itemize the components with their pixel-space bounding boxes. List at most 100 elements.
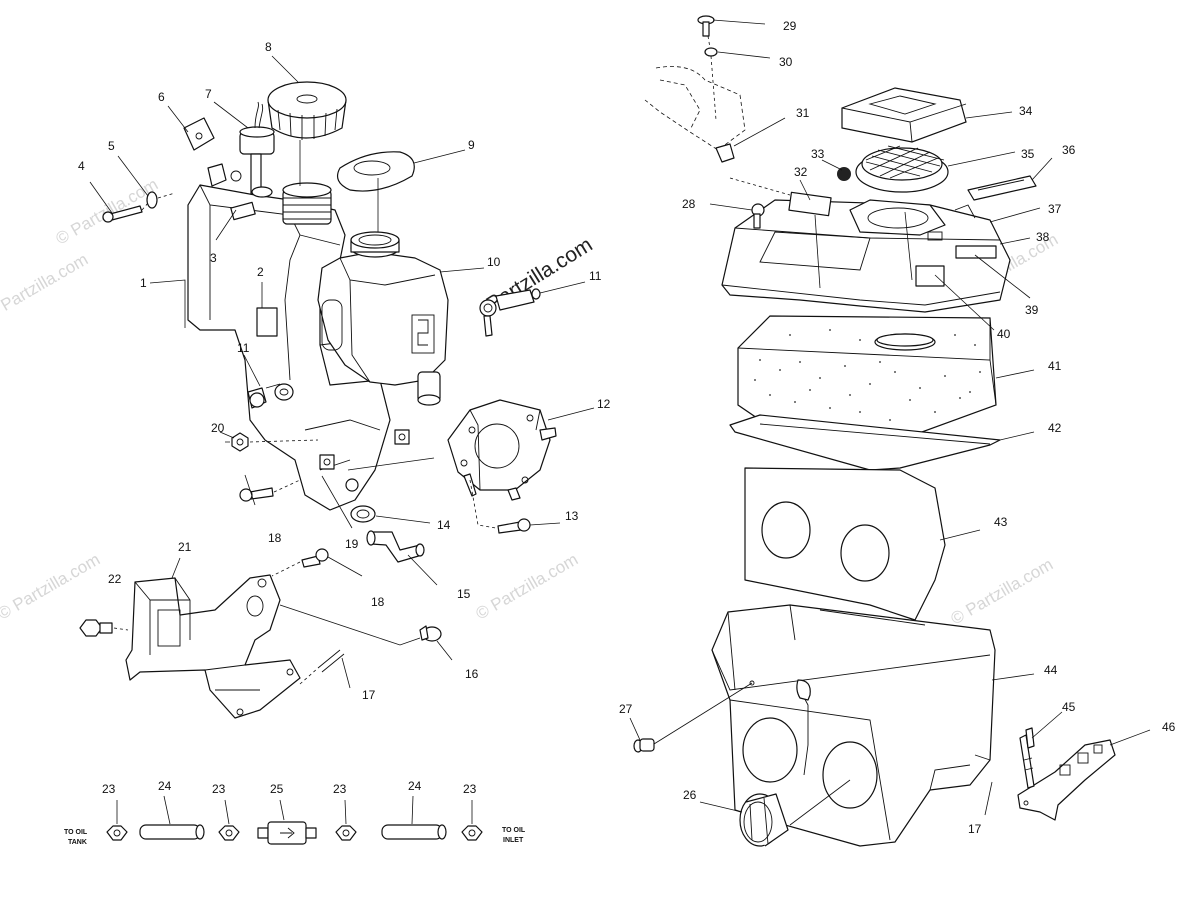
callout-2: 2 xyxy=(257,265,264,279)
hose-24-a xyxy=(139,824,201,840)
callout-45: 45 xyxy=(1062,700,1076,714)
callout-12: 12 xyxy=(597,397,611,411)
callout-15: 15 xyxy=(457,587,471,601)
cable-tie-17 xyxy=(317,649,345,673)
tank-washer xyxy=(146,191,158,209)
callout-11-right: 11 xyxy=(589,269,602,283)
leader-lines xyxy=(89,19,1151,825)
callout-46: 46 xyxy=(1162,720,1176,734)
callout-18-lower: 18 xyxy=(371,595,385,609)
callout-numbers: 1 2 3 4 5 6 7 8 9 10 11 11 12 13 14 15 1… xyxy=(78,19,1176,836)
watermark-left-top: © Partzilla.com xyxy=(0,250,91,324)
watermark-right-bottom: © Partzilla.com xyxy=(948,555,1057,629)
nut-23-c xyxy=(335,825,357,841)
callout-38: 38 xyxy=(1036,230,1050,244)
strip-36 xyxy=(967,175,1037,201)
callout-42: 42 xyxy=(1048,421,1062,435)
nut-23-a xyxy=(106,825,128,841)
callout-21: 21 xyxy=(178,540,192,554)
watermark-center-bottom: © Partzilla.com xyxy=(473,550,582,624)
bracket-bolt-22 xyxy=(79,619,113,637)
callout-34: 34 xyxy=(1019,104,1033,118)
tank-bracket-assembly xyxy=(79,548,442,719)
callout-23-d: 23 xyxy=(463,782,477,796)
decal-3 xyxy=(230,201,256,221)
tank-grommet xyxy=(207,163,227,187)
callout-13: 13 xyxy=(565,509,579,523)
air-box-assembly xyxy=(633,15,1116,847)
note-to-oil-right: TO OIL xyxy=(502,827,526,834)
callout-29: 29 xyxy=(783,19,797,33)
tank-mount-tab-right xyxy=(394,429,410,445)
decal-2 xyxy=(256,307,278,337)
callout-33: 33 xyxy=(811,147,825,161)
adapter-plate-43 xyxy=(744,467,946,621)
callout-44: 44 xyxy=(1044,663,1058,677)
air-box-lid xyxy=(721,191,1011,313)
nut-23-d xyxy=(461,825,483,841)
nut-23-b xyxy=(218,825,240,841)
tank-grommets xyxy=(247,383,294,409)
oil-tank-cap xyxy=(267,81,347,140)
line-notes: TO OIL TANK TO OIL INLET xyxy=(64,827,526,846)
callout-24-a: 24 xyxy=(158,779,172,793)
callout-1: 1 xyxy=(140,276,147,290)
elbow-fitting-15 xyxy=(366,530,425,563)
hose-24-b xyxy=(381,824,443,840)
knob-33 xyxy=(837,167,851,181)
inline-filter-25 xyxy=(257,821,317,845)
callout-11-left: 11 xyxy=(237,341,250,355)
callout-26: 26 xyxy=(683,788,697,802)
air-filter-foam-41 xyxy=(737,315,997,441)
foam-pad-34 xyxy=(841,87,967,143)
leader-32b xyxy=(814,214,821,289)
note-tank: TANK xyxy=(68,839,87,846)
callout-9: 9 xyxy=(468,138,475,152)
callout-39: 39 xyxy=(1025,303,1039,317)
callout-20: 20 xyxy=(211,421,225,435)
air-box-bracket-46 xyxy=(1017,739,1116,821)
watermark-left-bottom: © Partzilla.com xyxy=(0,550,103,624)
callout-43: 43 xyxy=(994,515,1008,529)
reservoir-cap xyxy=(337,151,415,192)
tank-outlet xyxy=(345,478,359,492)
drain-fitting-27 xyxy=(633,738,655,753)
nut-20 xyxy=(231,432,249,452)
clip-45 xyxy=(1019,727,1035,789)
callout-40: 40 xyxy=(997,327,1011,341)
callout-18-upper: 18 xyxy=(268,531,282,545)
callout-27: 27 xyxy=(619,702,633,716)
callout-16: 16 xyxy=(465,667,479,681)
washer-30 xyxy=(704,47,718,57)
grommet-31 xyxy=(715,143,735,163)
air-screen-35 xyxy=(855,145,949,193)
callout-5: 5 xyxy=(108,139,115,153)
air-box-base xyxy=(711,604,996,847)
reservoir-fitting xyxy=(479,288,541,337)
callout-14: 14 xyxy=(437,518,451,532)
callout-24-b: 24 xyxy=(408,779,422,793)
callout-35: 35 xyxy=(1021,147,1035,161)
mount-outline xyxy=(644,66,746,151)
callout-7: 7 xyxy=(205,87,212,101)
callout-3: 3 xyxy=(210,251,217,265)
callout-25: 25 xyxy=(270,782,284,796)
screw-18-upper xyxy=(239,487,274,502)
callout-23-b: 23 xyxy=(212,782,226,796)
screw-29 xyxy=(697,15,715,37)
oil-line-kit xyxy=(106,821,483,845)
callout-23-a: 23 xyxy=(102,782,116,796)
callout-28: 28 xyxy=(682,197,696,211)
foam-texture xyxy=(754,329,981,421)
tank-screw xyxy=(102,205,143,223)
intake-boot-26 xyxy=(739,793,789,847)
pump-screw xyxy=(497,518,531,534)
callout-17-right: 17 xyxy=(968,822,982,836)
callout-37: 37 xyxy=(1048,202,1062,216)
gasket-42 xyxy=(729,414,1001,471)
hose-clamp-14 xyxy=(350,505,376,523)
oil-tank-assembly xyxy=(102,81,557,563)
callout-41: 41 xyxy=(1048,359,1062,373)
callout-6: 6 xyxy=(158,90,165,104)
